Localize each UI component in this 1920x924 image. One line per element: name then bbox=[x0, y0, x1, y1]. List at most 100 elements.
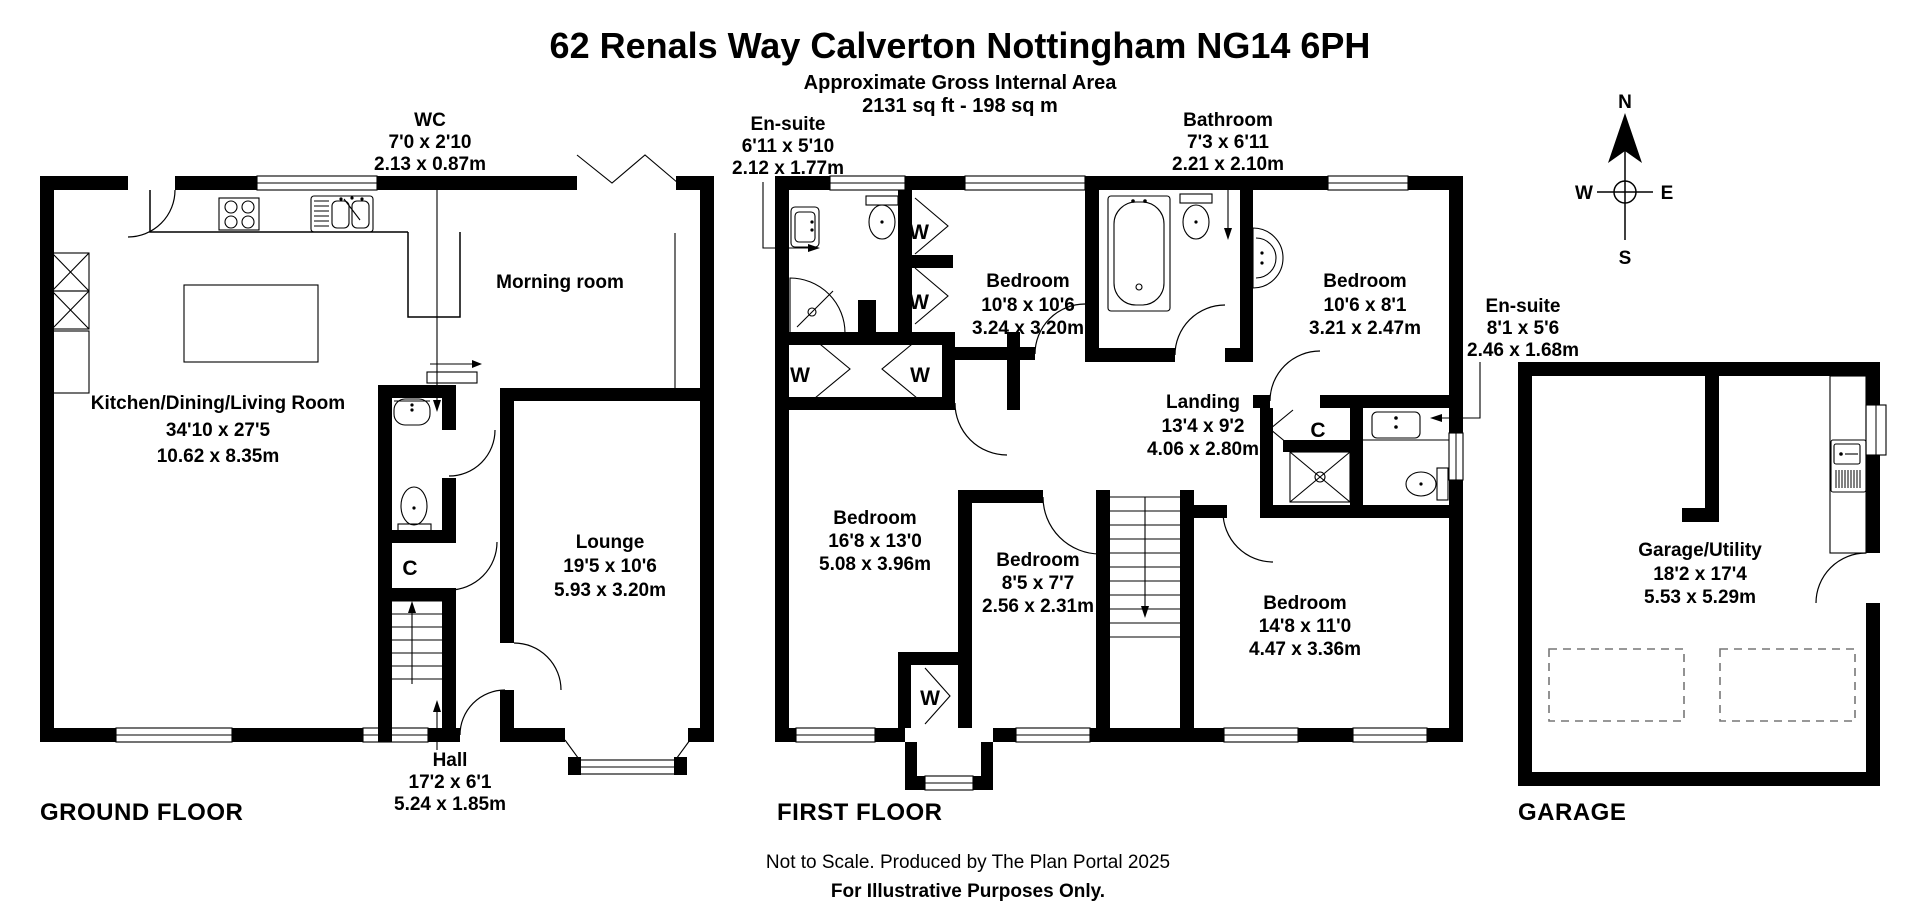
wc-label-imperial: 7'0 x 2'10 bbox=[389, 132, 472, 153]
bedroom-top-label-name: Bedroom bbox=[986, 271, 1069, 292]
garage-label-imperial: 18'2 x 17'4 bbox=[1653, 564, 1747, 585]
wall bbox=[1273, 505, 1463, 518]
basin-icon bbox=[1363, 411, 1449, 441]
window bbox=[1352, 727, 1428, 743]
compass-east-label: E bbox=[1661, 183, 1674, 204]
wall bbox=[442, 478, 456, 542]
cupboard-door-arc bbox=[448, 541, 498, 591]
area-subtitle-2: 2131 sq ft - 198 sq m bbox=[862, 95, 1058, 117]
wall bbox=[1866, 362, 1880, 553]
area-subtitle-1: Approximate Gross Internal Area bbox=[804, 72, 1118, 94]
bedroom-bottom-label-metric: 4.47 x 3.36m bbox=[1249, 639, 1361, 660]
wall bbox=[942, 332, 955, 410]
bedroom-right-label-metric: 3.21 x 2.47m bbox=[1309, 318, 1421, 339]
wall bbox=[1090, 728, 1224, 742]
wall bbox=[500, 690, 514, 742]
wall bbox=[1518, 772, 1880, 786]
bathroom-label-imperial: 7'3 x 6'11 bbox=[1187, 132, 1269, 153]
parking-bay-outline bbox=[1548, 648, 1685, 722]
sink-icon bbox=[310, 195, 374, 233]
wc-label-name: WC bbox=[414, 110, 446, 131]
basin-icon bbox=[790, 206, 820, 248]
wall bbox=[1099, 348, 1175, 362]
bedroom-door-arc bbox=[1042, 496, 1101, 555]
wall bbox=[1007, 332, 1020, 410]
wardrobe-label: W bbox=[910, 364, 930, 387]
window bbox=[256, 175, 378, 191]
wall bbox=[1449, 176, 1463, 433]
hall-label-imperial: 17'2 x 6'1 bbox=[409, 772, 492, 793]
ensuite-right-label-name: En-suite bbox=[1486, 296, 1561, 317]
wall bbox=[1350, 408, 1363, 518]
landing-label-metric: 4.06 x 2.80m bbox=[1147, 439, 1259, 460]
wall bbox=[700, 176, 714, 742]
wardrobe-doors bbox=[814, 339, 918, 399]
lounge-label-name: Lounge bbox=[576, 532, 645, 553]
landing-label-name: Landing bbox=[1166, 392, 1240, 413]
wall bbox=[500, 388, 714, 401]
wall bbox=[789, 397, 955, 410]
kitchen-label-imperial: 34'10 x 27'5 bbox=[166, 420, 271, 441]
kitchen-label-metric: 10.62 x 8.35m bbox=[157, 446, 280, 467]
bedroom-right-label-imperial: 10'6 x 8'1 bbox=[1324, 295, 1407, 316]
wall bbox=[1180, 490, 1194, 742]
lounge-door-arc bbox=[513, 642, 562, 691]
ensuite-right-leader bbox=[1430, 362, 1481, 422]
wall bbox=[442, 385, 456, 430]
bedroom-bottom-label-imperial: 14'8 x 11'0 bbox=[1259, 616, 1352, 637]
shower-icon bbox=[1289, 451, 1351, 503]
cupboard-label: C bbox=[1310, 419, 1325, 442]
bedroom-left-label-imperial: 16'8 x 13'0 bbox=[828, 531, 922, 552]
header: 62 Renals Way Calverton Nottingham NG14 … bbox=[550, 25, 1371, 117]
toilet-icon bbox=[397, 486, 432, 536]
wall bbox=[1253, 395, 1270, 408]
bay-window bbox=[564, 739, 691, 775]
toilet-icon bbox=[1179, 193, 1213, 240]
window bbox=[1865, 404, 1887, 456]
bathroom-label-name: Bathroom bbox=[1183, 110, 1273, 131]
lounge-label-metric: 5.93 x 3.20m bbox=[554, 580, 666, 601]
footer: Not to Scale. Produced by The Plan Porta… bbox=[766, 852, 1170, 902]
wall bbox=[1518, 362, 1880, 376]
ensuite-left-label-metric: 2.12 x 1.77m bbox=[732, 158, 844, 179]
wardrobe-doors bbox=[924, 667, 951, 725]
wall bbox=[1283, 440, 1355, 452]
garage-label-name: Garage/Utility bbox=[1638, 540, 1762, 561]
window bbox=[362, 727, 429, 743]
compass-south-label: S bbox=[1619, 248, 1632, 269]
wall bbox=[378, 530, 456, 543]
wall bbox=[898, 652, 911, 728]
wall bbox=[1194, 505, 1227, 518]
footer-illustrative-note: For Illustrative Purposes Only. bbox=[831, 881, 1105, 902]
wall bbox=[1866, 603, 1880, 786]
kitchen-counter bbox=[149, 190, 461, 318]
wall bbox=[1260, 408, 1273, 518]
front-door-arc bbox=[459, 689, 506, 736]
wall bbox=[1518, 362, 1532, 786]
wall bbox=[40, 176, 54, 742]
wall bbox=[1096, 490, 1110, 742]
wall bbox=[442, 588, 456, 742]
hall-label-metric: 5.24 x 1.85m bbox=[394, 794, 506, 815]
window bbox=[1327, 175, 1409, 191]
compass-hub bbox=[1613, 180, 1637, 204]
wall bbox=[905, 176, 965, 190]
wall bbox=[1682, 508, 1719, 522]
section-label-garage: GARAGE bbox=[1518, 799, 1626, 826]
garage-door-arc bbox=[1815, 552, 1867, 604]
bedroom-left-label-metric: 5.08 x 3.96m bbox=[819, 554, 931, 575]
wall bbox=[1705, 376, 1719, 510]
toilet-icon bbox=[1405, 467, 1449, 501]
bedroom-middle-label-metric: 2.56 x 2.31m bbox=[982, 596, 1094, 617]
bedroom-top-label-metric: 3.24 x 3.20m bbox=[972, 318, 1084, 339]
wall bbox=[378, 385, 392, 742]
compass-north-label: N bbox=[1618, 92, 1632, 113]
parking-bay-outline bbox=[1719, 648, 1856, 722]
wall bbox=[1298, 728, 1353, 742]
wall bbox=[955, 347, 1035, 360]
bedroom-bottom-label-name: Bedroom bbox=[1263, 593, 1346, 614]
wall bbox=[958, 490, 972, 728]
ensuite-left-label-name: En-suite bbox=[751, 114, 826, 135]
wall bbox=[775, 176, 789, 742]
wardrobe-label: W bbox=[909, 291, 929, 314]
